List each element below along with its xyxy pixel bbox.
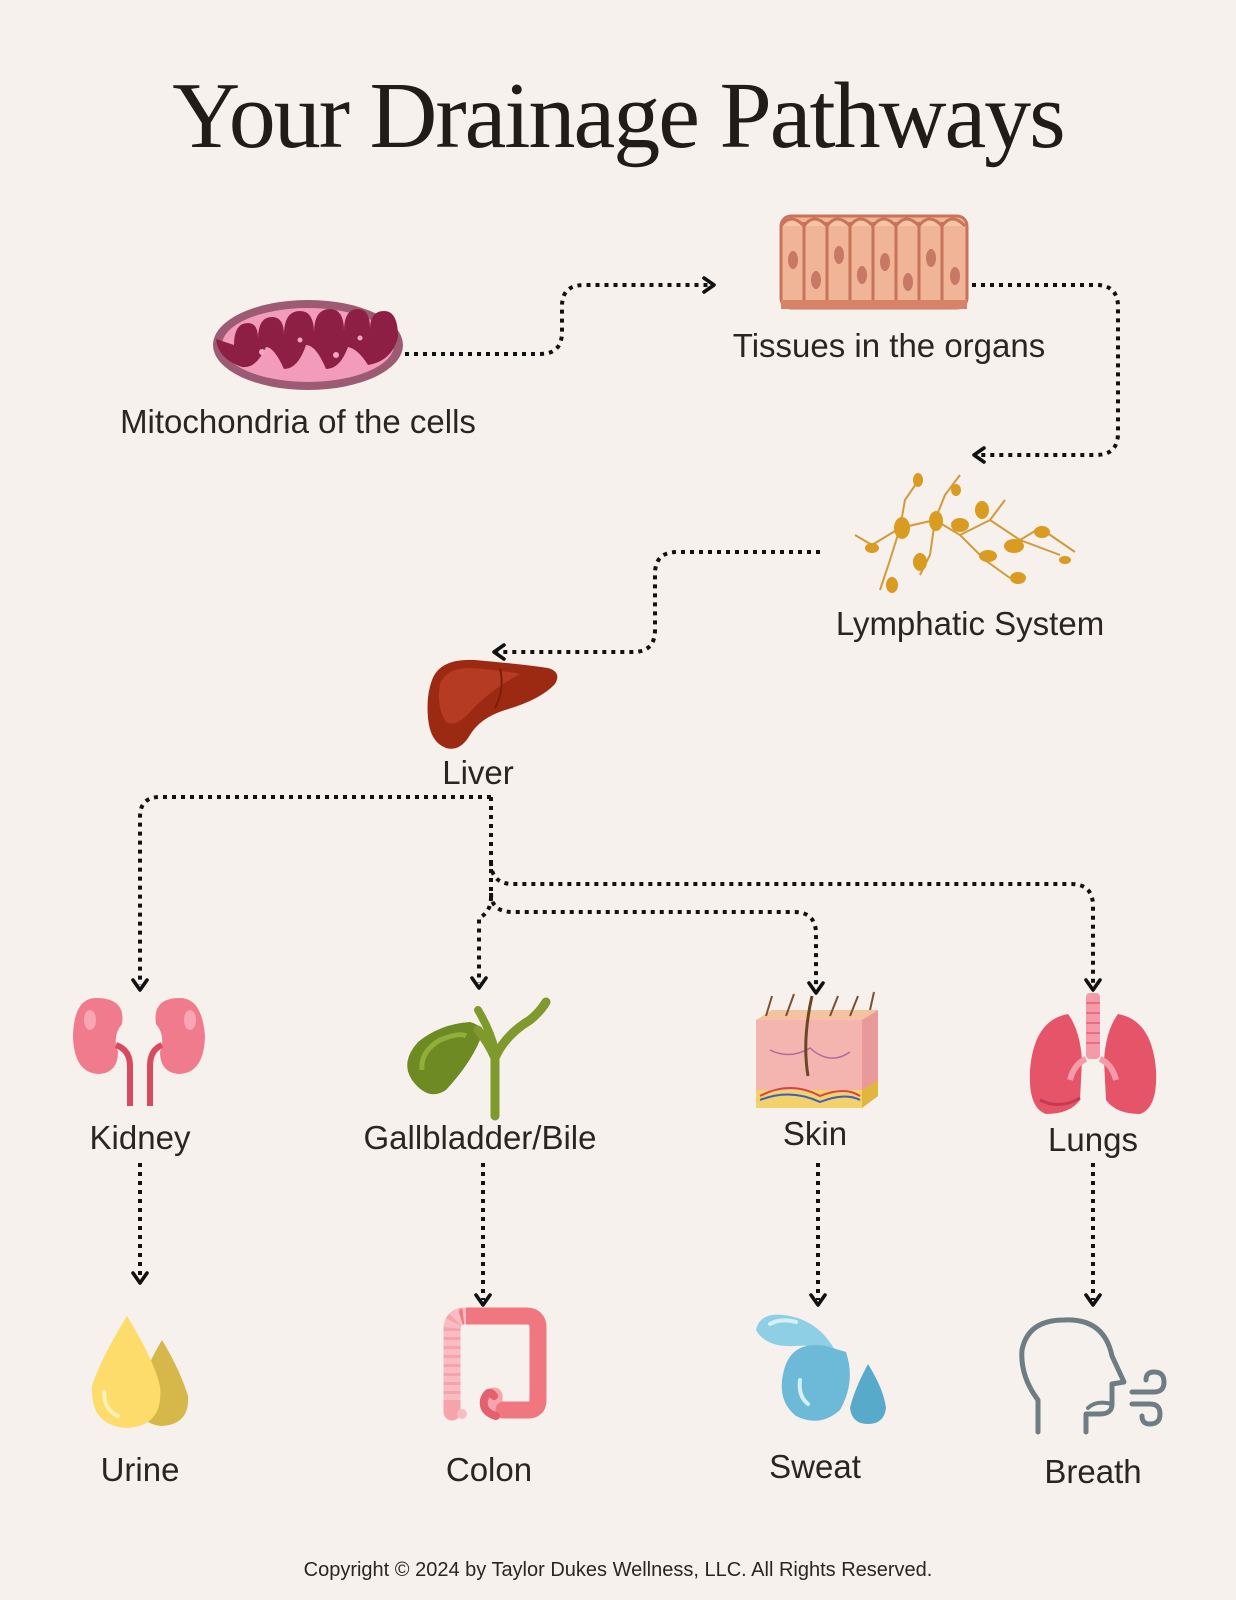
arrowhead-tissues <box>702 276 716 294</box>
arrowhead-lungs <box>1084 978 1102 992</box>
label-colon: Colon <box>446 1451 532 1488</box>
tissue-cells-icon <box>779 214 969 310</box>
skin-layers-icon <box>756 991 878 1108</box>
lymphatic-network-icon <box>854 473 1076 593</box>
arrowhead-gallbladder <box>470 976 488 990</box>
connector-liver-gallbladder <box>477 896 493 983</box>
label-breath: Breath <box>1044 1453 1141 1490</box>
copyright-notice: Copyright © 2024 by Taylor Dukes Wellnes… <box>303 1559 933 1581</box>
kidneys-icon <box>73 998 205 1106</box>
label-mitochondria: Mitochondria of the cells <box>120 403 476 440</box>
label-sweat: Sweat <box>769 1448 861 1485</box>
connector-tissues-lymphatic <box>972 283 1120 457</box>
connector-liver-skin <box>489 892 818 988</box>
arrowhead-colon <box>474 1293 492 1307</box>
label-kidney: Kidney <box>90 1119 191 1156</box>
node-labels: Mitochondria of the cells Tissues in the… <box>90 327 1142 1490</box>
label-tissues: Tissues in the organs <box>733 327 1045 364</box>
connector-mitochondria-tissues <box>405 283 712 356</box>
breath-head-icon <box>1019 1317 1167 1435</box>
arrowhead-sweat <box>809 1293 827 1307</box>
label-lymphatic: Lymphatic System <box>836 605 1104 642</box>
page-title: Your Drainage Pathways <box>172 64 1066 168</box>
label-liver: Liver <box>442 754 514 791</box>
arrowhead-liver <box>492 643 506 661</box>
connector-liver-lungs <box>489 861 1095 985</box>
gallbladder-icon <box>407 997 551 1121</box>
arrowhead-lymphatic <box>972 446 986 464</box>
connectors <box>131 276 1120 1307</box>
connector-liver-kidney <box>138 795 491 985</box>
arrowhead-breath <box>1084 1293 1102 1307</box>
label-urine: Urine <box>101 1451 180 1488</box>
connector-lymphatic-liver <box>496 550 820 654</box>
mitochondria-icon <box>213 300 403 390</box>
liver-icon <box>427 659 558 749</box>
urine-drops-icon <box>91 1316 189 1428</box>
label-skin: Skin <box>783 1115 847 1152</box>
label-gallbladder: Gallbladder/Bile <box>364 1119 597 1156</box>
arrowhead-kidney <box>131 978 149 992</box>
sweat-drops-icon <box>756 1314 886 1424</box>
label-lungs: Lungs <box>1048 1121 1138 1158</box>
arrowhead-urine <box>131 1271 149 1285</box>
arrowhead-skin <box>807 981 825 995</box>
lungs-icon <box>1029 993 1157 1114</box>
colon-icon <box>443 1307 547 1421</box>
